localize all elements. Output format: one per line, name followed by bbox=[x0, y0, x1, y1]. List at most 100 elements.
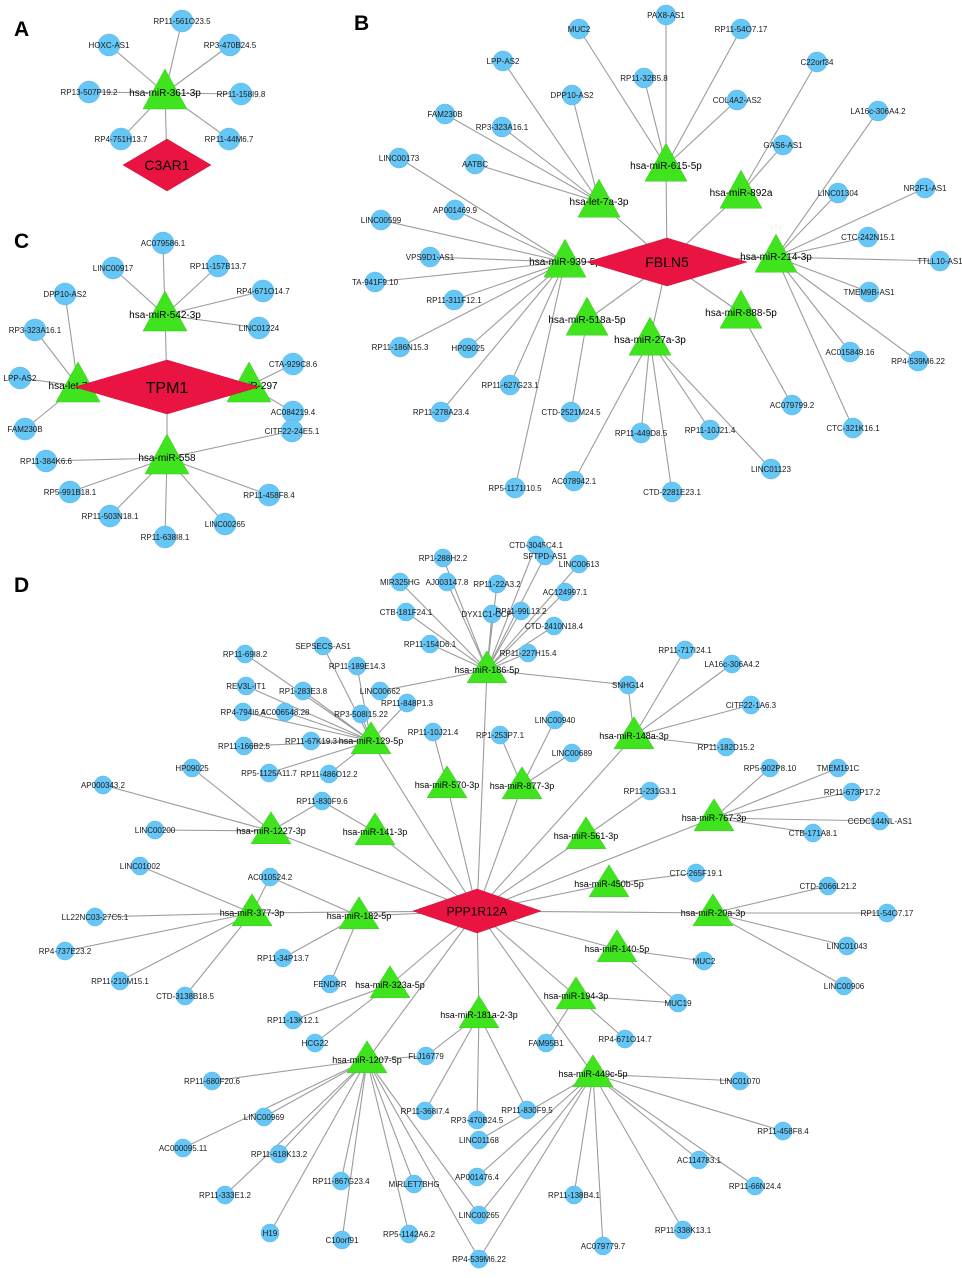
lncrna-node-d-sepsecs-as1[interactable]: SEPSECS-AS1 bbox=[295, 636, 351, 656]
lncrna-node-b-hp09025[interactable]: HP09025 bbox=[451, 337, 485, 359]
lncrna-node-a-rp13-507p19-2[interactable]: RP13-507P19.2 bbox=[61, 80, 118, 104]
hub-node-b-fbln5[interactable]: FBLN5 bbox=[586, 237, 748, 287]
lncrna-node-d-muc19[interactable]: MUC19 bbox=[664, 993, 692, 1013]
lncrna-node-d-citf22-1a6-3[interactable]: CITF22-1A6.3 bbox=[726, 695, 777, 715]
lncrna-node-b-rp11-311f12-1[interactable]: RP11-311F12.1 bbox=[426, 289, 482, 311]
lncrna-node-d-dyx1c1-ccpg1[interactable]: DYX1C1-CCPG1 bbox=[461, 604, 523, 624]
lncrna-node-b-rp11-278a23-4[interactable]: RP11-278A23.4 bbox=[413, 401, 470, 423]
lncrna-node-b-rp11-627g23-1[interactable]: RP11-627G23.1 bbox=[481, 374, 539, 396]
lncrna-node-d-rp11-69i8-2[interactable]: RP11-69I8.2 bbox=[223, 644, 268, 664]
lncrna-node-c-ac079586-1[interactable]: AC079586.1 bbox=[141, 231, 186, 255]
lncrna-node-c-linc00265[interactable]: LINC00265 bbox=[205, 512, 246, 536]
lncrna-node-d-rev3l-it1[interactable]: REV3L-IT1 bbox=[226, 676, 266, 696]
mirna-node-c-hsa-mir-542-3p[interactable]: hsa-miR-542-3p bbox=[129, 290, 201, 332]
lncrna-node-d-linc00906[interactable]: LINC00906 bbox=[824, 976, 865, 996]
lncrna-node-d-ac006548-28[interactable]: AC006548.28 bbox=[261, 702, 310, 722]
lncrna-node-b-tmem9b-as1[interactable]: TMEM9B-AS1 bbox=[843, 281, 895, 303]
lncrna-node-d-c10orf91[interactable]: C10orf91 bbox=[326, 1230, 359, 1250]
lncrna-node-d-linc01002[interactable]: LINC01002 bbox=[120, 856, 161, 876]
lncrna-node-d-rp11-34p13-7[interactable]: RP11-34P13.7 bbox=[257, 948, 309, 968]
lncrna-node-d-rp3-508i15-22[interactable]: RP3-508I15.22 bbox=[334, 704, 388, 724]
lncrna-node-b-c22orf34[interactable]: C22orf34 bbox=[801, 51, 834, 73]
lncrna-node-d-hp09025[interactable]: HP09025 bbox=[175, 758, 209, 778]
lncrna-node-c-lpp-as2[interactable]: LPP-AS2 bbox=[4, 366, 37, 390]
lncrna-node-b-aatbc[interactable]: AATBC bbox=[462, 153, 488, 175]
lncrna-node-d-mir325hg[interactable]: MIR325HG bbox=[380, 572, 420, 592]
hub-node-c-tpm1[interactable]: TPM1 bbox=[74, 359, 260, 415]
lncrna-node-d-ctd-2410n18-4[interactable]: CTD-2410N18.4 bbox=[525, 616, 584, 636]
lncrna-node-d-aj003147-8[interactable]: AJ003147.8 bbox=[426, 572, 469, 592]
lncrna-node-d-linc00265[interactable]: LINC00265 bbox=[459, 1205, 500, 1225]
mirna-node-d-hsa-mir-182-5p[interactable]: hsa-miR-182-5p bbox=[327, 896, 392, 930]
lncrna-node-d-linc00200[interactable]: LINC00200 bbox=[135, 820, 176, 840]
lncrna-node-d-rp11-166b2-5[interactable]: RP11-166B2.5 bbox=[218, 736, 270, 756]
mirna-node-b-hsa-mir-892a[interactable]: hsa-miR-892a bbox=[710, 169, 773, 209]
lncrna-node-d-ap001476-4[interactable]: AP001476.4 bbox=[455, 1167, 500, 1187]
mirna-node-b-hsa-let-7a-3p[interactable]: hsa-let-7a-3p bbox=[570, 178, 629, 218]
lncrna-node-d-rp11-867g23-4[interactable]: RP11-867G23.4 bbox=[312, 1171, 370, 1191]
mirna-node-d-hsa-mir-1207-5p[interactable]: hsa-miR-1207-5p bbox=[332, 1040, 402, 1074]
lncrna-node-d-rp3-470b24-5[interactable]: RP3-470B24.5 bbox=[451, 1110, 504, 1130]
mirna-node-b-hsa-mir-518a-5p[interactable]: hsa-miR-518a-5p bbox=[548, 296, 626, 336]
lncrna-node-d-linc01043[interactable]: LINC01043 bbox=[827, 936, 868, 956]
mirna-node-b-hsa-mir-27a-3p[interactable]: hsa-miR-27a-3p bbox=[614, 316, 686, 356]
lncrna-node-d-rp11-338k13-1[interactable]: RP11-338K13.1 bbox=[655, 1220, 712, 1240]
lncrna-node-d-rp1-288h2-2[interactable]: RP1-288H2.2 bbox=[419, 548, 468, 568]
lncrna-node-c-rp4-671o14-7[interactable]: RP4-671O14.7 bbox=[236, 279, 290, 303]
lncrna-node-c-rp11-384k6-6[interactable]: RP11-384K6.6 bbox=[20, 449, 72, 473]
lncrna-node-d-flj16779[interactable]: FLJ16779 bbox=[408, 1046, 444, 1066]
mirna-node-d-hsa-mir-140-5p[interactable]: hsa-miR-140-5p bbox=[585, 929, 650, 963]
lncrna-node-b-linc01123[interactable]: LINC01123 bbox=[751, 458, 791, 480]
lncrna-node-c-rp11-157b13-7[interactable]: RP11-157B13.7 bbox=[190, 254, 247, 278]
mirna-node-d-hsa-mir-181a-2-3p[interactable]: hsa-miR-181a-2-3p bbox=[440, 995, 518, 1029]
mirna-node-d-hsa-mir-186-5p[interactable]: hsa-miR-186-5p bbox=[455, 650, 520, 684]
lncrna-node-d-fam95b1[interactable]: FAM95B1 bbox=[528, 1033, 564, 1053]
lncrna-node-d-rp5-1125a11-7[interactable]: RP5-1125A11.7 bbox=[241, 763, 297, 783]
lncrna-node-b-rp5-1171i10-5[interactable]: RP5-1171I10.5 bbox=[488, 477, 542, 499]
lncrna-node-c-rp3-323a16-1[interactable]: RP3-323A16.1 bbox=[9, 318, 62, 342]
lncrna-node-d-rp11-458f8-4[interactable]: RP11-458F8.4 bbox=[757, 1121, 809, 1141]
lncrna-node-b-nr2f1-as1[interactable]: NR2F1-AS1 bbox=[903, 177, 947, 199]
lncrna-node-d-rp11-333e1-2[interactable]: RP11-333E1.2 bbox=[199, 1185, 251, 1205]
lncrna-node-a-rp11-44m6-7[interactable]: RP11-44M6.7 bbox=[205, 127, 254, 151]
mirna-node-d-hsa-mir-877-3p[interactable]: hsa-miR-877-3p bbox=[490, 766, 555, 800]
lncrna-node-d-ac114783-1[interactable]: AC114783.1 bbox=[677, 1150, 721, 1170]
lncrna-node-a-rp11-158i9-8[interactable]: RP11-158I9.8 bbox=[217, 82, 266, 106]
mirna-node-d-hsa-mir-561-3p[interactable]: hsa-miR-561-3p bbox=[554, 816, 619, 850]
lncrna-node-b-vps9d1-as1[interactable]: VPS9D1-AS1 bbox=[406, 246, 455, 268]
lncrna-node-d-linc00969[interactable]: LINC00969 bbox=[244, 1107, 285, 1127]
lncrna-node-b-lpp-as2[interactable]: LPP-AS2 bbox=[487, 50, 520, 72]
lncrna-node-c-citf22-24e5-1[interactable]: CITF22-24E5.1 bbox=[265, 419, 320, 443]
lncrna-node-d-la16c-306a4-2[interactable]: LA16c-306A4.2 bbox=[704, 654, 760, 674]
lncrna-node-c-cta-929c8-6[interactable]: CTA-929C8.6 bbox=[269, 352, 318, 376]
lncrna-node-c-fam230b[interactable]: FAM230B bbox=[7, 417, 43, 441]
hub-node-a-c3ar1[interactable]: C3AR1 bbox=[122, 138, 212, 192]
lncrna-node-b-ctd-2521m24-5[interactable]: CTD-2521M24.5 bbox=[541, 401, 601, 423]
lncrna-node-d-mirlet7bhg[interactable]: MIRLET7BHG bbox=[388, 1174, 440, 1194]
lncrna-node-d-linc01168[interactable]: LINC01168 bbox=[459, 1130, 499, 1150]
lncrna-node-d-rp11-66n24-4[interactable]: RP11-66N24.4 bbox=[729, 1176, 782, 1196]
lncrna-node-d-rp11-486o12-2[interactable]: RP11-486O12.2 bbox=[300, 764, 358, 784]
mirna-node-d-hsa-mir-1227-3p[interactable]: hsa-miR-1227-3p bbox=[236, 811, 306, 845]
lncrna-node-b-linc00599[interactable]: LINC00599 bbox=[361, 209, 402, 231]
lncrna-node-d-rp11-830f9-6[interactable]: RP11-830F9.6 bbox=[296, 791, 348, 811]
lncrna-node-a-rp11-561o23-5[interactable]: RP11-561O23.5 bbox=[153, 9, 211, 33]
lncrna-node-b-rp11-10j21-4[interactable]: RP11-10J21.4 bbox=[685, 419, 736, 441]
lncrna-node-d-ccdc144nl-as1[interactable]: CCDC144NL-AS1 bbox=[848, 811, 913, 831]
lncrna-node-c-rp11-458f8-4[interactable]: RP11-458F8.4 bbox=[243, 483, 295, 507]
lncrna-node-d-snhg14[interactable]: SNHG14 bbox=[612, 675, 645, 695]
lncrna-node-d-rp11-680f20-6[interactable]: RP11-680F20.6 bbox=[184, 1071, 240, 1091]
lncrna-node-d-rp11-67k19-3[interactable]: RP11-67K19.3 bbox=[285, 731, 337, 751]
mirna-node-d-hsa-mir-323a-5p[interactable]: hsa-miR-323a-5p bbox=[355, 965, 425, 999]
lncrna-node-b-rp11-32b5-8[interactable]: RP11-32B5.8 bbox=[620, 67, 668, 89]
lncrna-node-b-rp4-539m6-22[interactable]: RP4-539M6.22 bbox=[891, 350, 945, 372]
lncrna-node-c-rp11-638i8-1[interactable]: RP11-638I8.1 bbox=[141, 525, 190, 549]
lncrna-node-b-rp11-54o7-17[interactable]: RP11-54O7.17 bbox=[715, 18, 768, 40]
lncrna-node-c-linc00917[interactable]: LINC00917 bbox=[93, 256, 134, 280]
lncrna-node-d-muc2[interactable]: MUC2 bbox=[693, 951, 716, 971]
lncrna-node-d-linc00613[interactable]: LINC00613 bbox=[559, 554, 600, 574]
lncrna-node-b-ac079799-2[interactable]: AC079799.2 bbox=[770, 394, 815, 416]
lncrna-node-b-ctd-2281e23-1[interactable]: CTD-2281E23.1 bbox=[643, 481, 701, 503]
lncrna-node-d-linc00689[interactable]: LINC00689 bbox=[552, 743, 593, 763]
lncrna-node-a-rp4-751h13-7[interactable]: RP4-751H13.7 bbox=[95, 127, 148, 151]
